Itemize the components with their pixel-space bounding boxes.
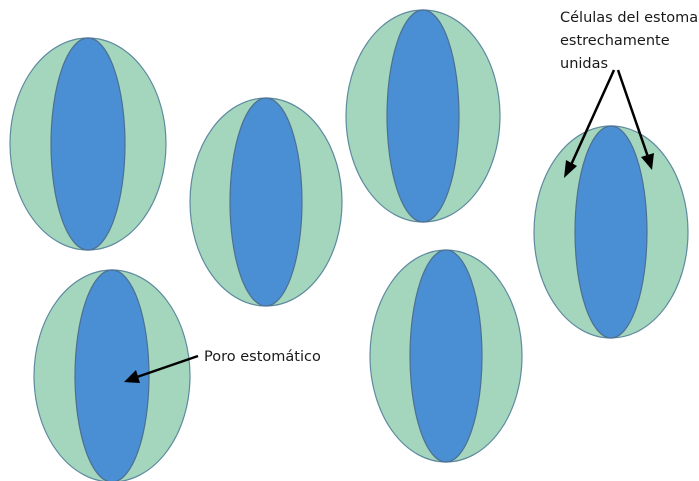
stoma-3 [346,10,500,222]
pore-label: Poro estomático [204,349,321,365]
guard-cells-label-line-1: Células del estoma [560,10,698,26]
stoma-5 [34,270,190,481]
stoma-3-pore [387,10,459,222]
stoma-2 [190,98,342,306]
stoma-1-pore [51,38,125,250]
guard-cells-label: Células del estoma estrechamente unidas [560,10,699,72]
stoma-6-pore [410,250,482,462]
guard-cells-label-line-3: unidas [560,56,608,72]
stoma-1 [10,38,166,250]
stoma-2-pore [230,98,302,306]
stoma-4-pore [575,126,647,338]
guard-cells-label-line-2: estrechamente [560,33,670,49]
stoma-4 [534,126,688,338]
stoma-6 [370,250,522,462]
